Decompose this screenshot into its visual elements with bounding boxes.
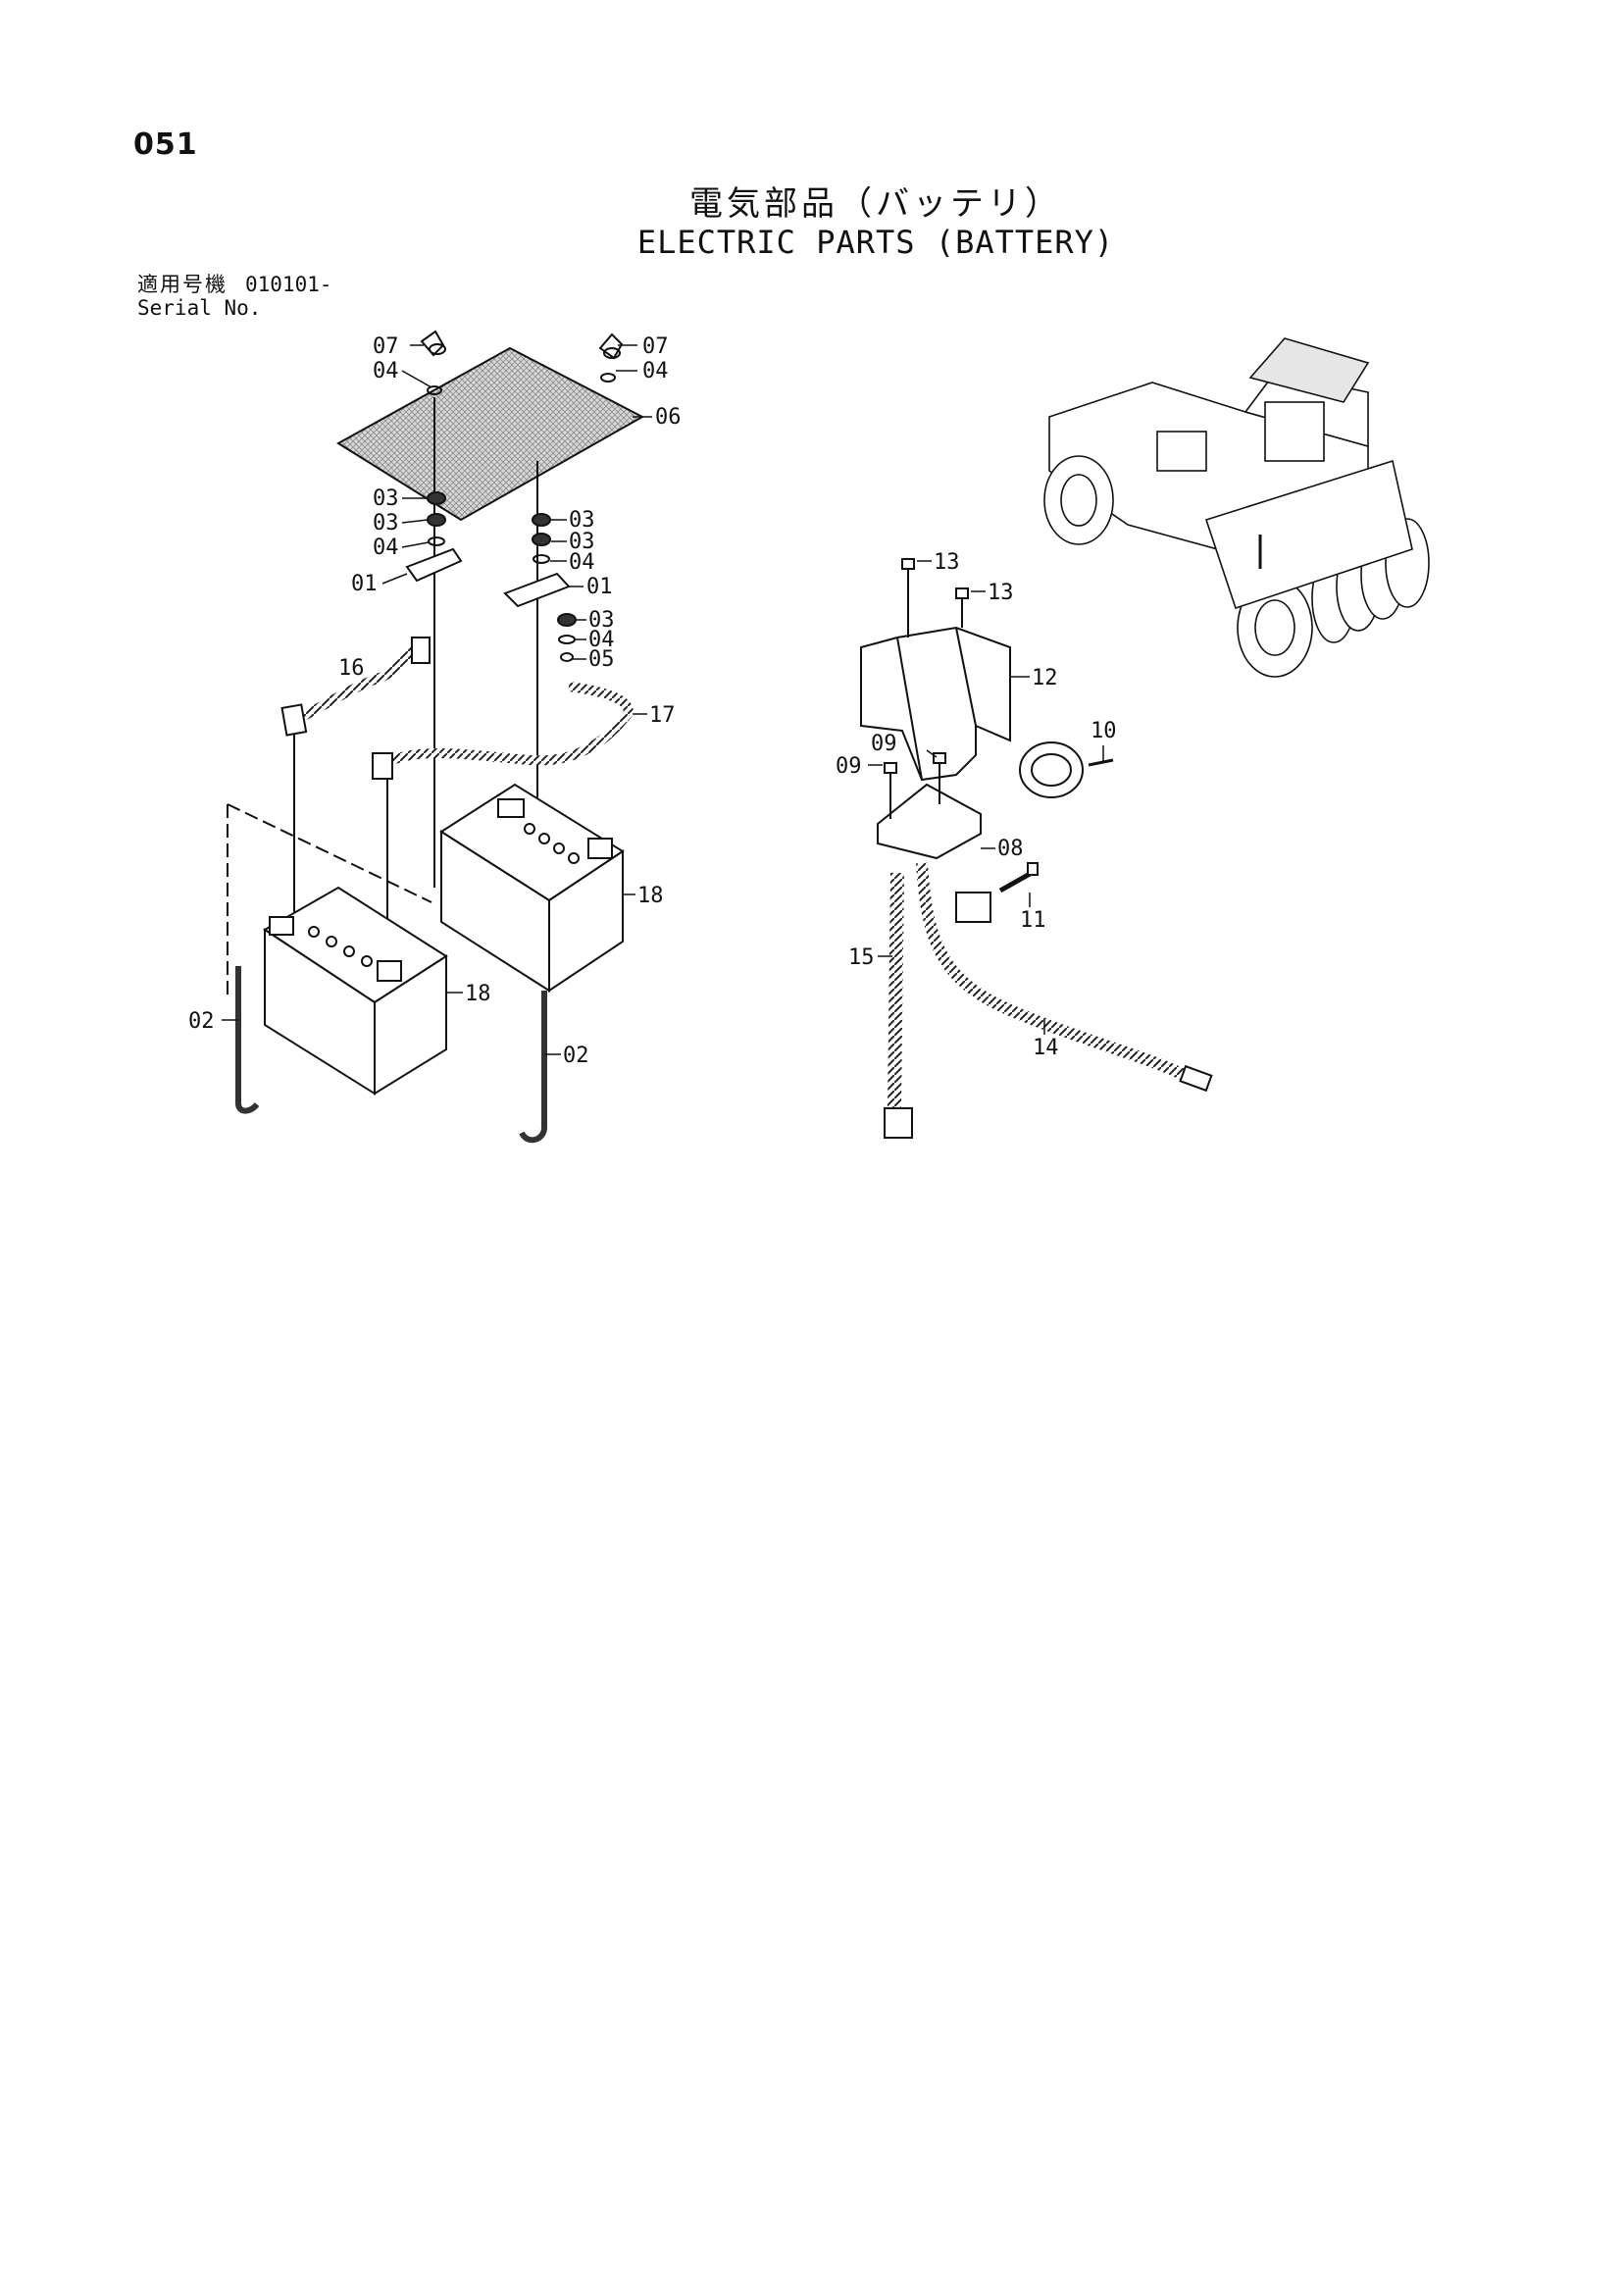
callout-13: 13 [934, 550, 960, 575]
page-title-japanese: 電気部品（バッテリ） [689, 184, 1062, 224]
callout-17: 17 [649, 703, 676, 728]
callout-02-left: 02 [188, 1009, 215, 1034]
callout-11: 11 [1020, 908, 1046, 933]
hold-down-bracket-left [405, 547, 463, 583]
relay-block [955, 892, 991, 923]
callout-07-right: 07 [642, 334, 669, 359]
callout-04: 04 [569, 550, 595, 575]
callout-07-left: 07 [373, 334, 399, 359]
callout-03: 03 [588, 608, 615, 633]
callout-09: 09 [871, 732, 897, 756]
callout-13: 13 [988, 581, 1014, 605]
callout-18-left: 18 [465, 982, 491, 1006]
callout-15: 15 [848, 945, 875, 970]
page-title-english: ELECTRIC PARTS (BATTERY) [636, 224, 1115, 261]
wing-nut-left-icon [420, 330, 446, 357]
callout-02-right: 02 [563, 1044, 589, 1068]
callout-09: 09 [836, 754, 862, 779]
page-number: 051 [133, 128, 198, 162]
callout-04-right: 04 [642, 359, 669, 383]
callout-18-right: 18 [637, 884, 664, 908]
callout-12: 12 [1032, 666, 1058, 690]
wing-nut-right-icon [598, 332, 624, 360]
relay-cover-12 [860, 626, 1011, 782]
callout-03: 03 [373, 511, 399, 536]
bolt-09-icon [884, 762, 897, 819]
callout-08: 08 [997, 837, 1024, 861]
mounting-plate-08 [877, 783, 982, 860]
callout-14: 14 [1033, 1036, 1059, 1060]
callout-05: 05 [588, 647, 615, 672]
callout-01-left: 01 [351, 572, 378, 596]
callout-06: 06 [655, 405, 682, 430]
bolt-13-icon [955, 587, 969, 628]
callout-04: 04 [588, 628, 615, 652]
callout-03: 03 [373, 486, 399, 511]
callout-04-left: 04 [373, 359, 399, 383]
hold-down-rod-right [519, 991, 547, 1144]
battery-cable-17 [380, 682, 634, 770]
serial-label-english: Serial No. [137, 296, 262, 320]
round-component-10 [1019, 741, 1114, 798]
bolt-09-icon [933, 752, 946, 804]
callout-03: 03 [569, 530, 595, 554]
vehicle-location-sketch [1043, 337, 1430, 678]
washer-icon [427, 385, 442, 395]
serial-value: 010101- [245, 273, 332, 296]
bolt-11-icon [998, 862, 1039, 893]
hold-down-rod-left [235, 966, 260, 1114]
wire-harness-15 [888, 872, 904, 1109]
battery-right [439, 783, 625, 993]
callout-01-right: 01 [586, 575, 613, 599]
serial-label-japanese: 適用号機 [137, 273, 228, 296]
washer-icon [600, 373, 616, 383]
bolt-13-icon [901, 558, 915, 638]
callout-10: 10 [1091, 719, 1117, 743]
wire-harness-14 [916, 862, 1194, 1085]
battery-left [263, 886, 448, 1096]
callout-03: 03 [569, 508, 595, 533]
serial-info: 適用号機 010101- Serial No. [137, 273, 332, 320]
callout-16: 16 [338, 656, 365, 681]
callout-04: 04 [373, 536, 399, 560]
battery-cable-16 [291, 642, 421, 726]
